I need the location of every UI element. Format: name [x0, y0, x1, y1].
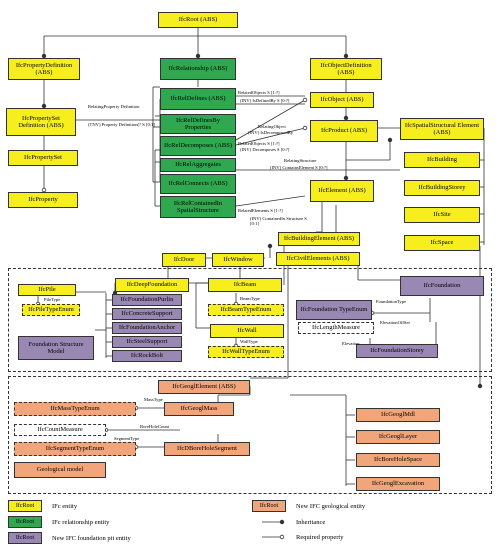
- geogl-mass-node: IfcGeoglMass: [164, 402, 234, 416]
- decomposes-label: (INV) Decomposes S [0:?]: [240, 147, 290, 152]
- relationship-node: IfcRelationship (ABS): [160, 58, 236, 80]
- site-node: IfcSite: [404, 207, 480, 223]
- bore-hole-count-label: BoreHoleCount: [140, 424, 170, 429]
- deep-foundation-node: IfcDeepFoundation: [115, 278, 189, 292]
- geogl-layer-node: IfcGeoglLayer: [356, 430, 440, 444]
- beam-type-label: BeamType: [240, 296, 260, 301]
- related-objects-2-label: RelatedObjects S [1:?]: [238, 141, 280, 146]
- related-elements-label: RelatedElements S [1:?]: [238, 208, 283, 213]
- property-set-definition-node: IfcPropertySet Definition (ABS): [6, 108, 76, 136]
- ifcroot-node: IfcRoot (ABS): [158, 12, 238, 28]
- geogl-excavation-node: IfcGeoglExcavation: [356, 477, 440, 491]
- legend-required-property: Required property: [296, 533, 344, 541]
- foundation-region: [8, 268, 492, 372]
- count-measure-node: IfcCountMeasure: [14, 424, 106, 436]
- pile-type-label: PileType: [44, 297, 61, 302]
- door-node: IfcDoor: [162, 253, 206, 267]
- segment-type-enum-node: IfcSegmentTypeEnum: [14, 442, 136, 456]
- relating-object-label: RelatingObject: [258, 124, 286, 129]
- building-node: IfcBuilding: [404, 152, 480, 168]
- legend-swatch-geological: IfcRoot: [252, 500, 286, 512]
- rel-defines-by-properties-node: IfcRelDefinesBy Properties: [160, 114, 236, 134]
- wall-type-enum-node: IfcWallTypeEnum: [208, 346, 284, 358]
- rel-contained-in-spatial-structure-node: IfcRelContainedIn SpatialStructure: [160, 196, 236, 218]
- foundation-anchor-node: IfcFoundationAnchor: [112, 322, 182, 334]
- window-node: IfcWindow: [212, 253, 264, 267]
- pile-node: IfcPile: [18, 284, 76, 296]
- bore-hole-segment-node: IfcDBoreHoleSegment: [164, 442, 250, 456]
- property-definition-node: IfcPropertyDefinition (ABS): [8, 58, 80, 80]
- elevation-offset-label: ElevationOffSet: [380, 320, 410, 325]
- tnv-property-definition-label: (TNV) Property Definition(? S [0:1]: [88, 122, 155, 127]
- property-node: IfcProperty: [8, 192, 78, 208]
- product-node: IfcProduct (ABS): [310, 120, 378, 142]
- object-node: IfcObject (ABS): [310, 92, 374, 108]
- rel-decomposes-node: IfcRelDecomposes (ABS): [160, 136, 236, 156]
- building-element-node: IfcBuildingElement (ABS): [278, 232, 360, 246]
- related-objects-label: RelatedObjects S [1:?]: [238, 90, 280, 95]
- building-storey-node: IfcBuildingStorey: [404, 180, 480, 196]
- legend-inheritance: Inheritance: [296, 518, 326, 526]
- rock-bolt-node: IfcRockBolt: [112, 350, 182, 362]
- wall-node: IfcWall: [210, 324, 284, 338]
- geogl-mdl-node: IfcGeoglMdl: [356, 408, 440, 422]
- space-node: IfcSpace: [404, 235, 480, 251]
- legend-ifc-entity: IFc entity: [52, 502, 78, 510]
- property-set-node: IfcPropertySet: [8, 150, 78, 166]
- elevation-label: Elevation: [342, 341, 360, 346]
- segment-type-label: SegmentType: [114, 436, 140, 441]
- foundation-type-label: FoundationType: [376, 299, 407, 304]
- geological-model-node: Geological model: [14, 462, 106, 478]
- steel-support-node: IfcSteelSupport: [112, 336, 182, 348]
- legend-geological-entity: New IFC geological entity: [296, 502, 366, 510]
- rel-defines-node: IfcRelDefines (ABS): [160, 88, 236, 110]
- foundation-purlin-node: IfcFoundationPurlin: [112, 294, 182, 306]
- beam-node: IfcBeam: [208, 278, 282, 292]
- length-measure-node: IfcLengthMeasure: [298, 322, 374, 334]
- foundation-type-enum-node: IfcFoundation TypeEnum: [296, 300, 372, 320]
- object-definition-node: IfcObjectDefinition (ABS): [310, 58, 382, 80]
- foundation-structure-model-node: Foundation Structure Model: [18, 336, 94, 360]
- mass-type-label: MassType: [144, 397, 163, 402]
- concrete-support-node: IfcConcreteSupport: [112, 308, 182, 320]
- relating-property-definition-label: RelatingProperty Definition: [88, 104, 140, 109]
- contains-element-label: (INV) ContainsElement S [0:?]: [270, 165, 328, 170]
- geological-region: [8, 376, 492, 494]
- is-defined-by-label: (INV) IsDefinedBy S [0:?]: [240, 98, 290, 103]
- legend-foundation-entity: New IFC foundation pit entity: [52, 534, 131, 542]
- legend-swatch-relationship: IfcRoot: [8, 516, 42, 528]
- legend-swatch-foundation: IfcRoot: [8, 532, 42, 544]
- rel-connects-node: IfcRelConnects (ABS): [160, 174, 236, 194]
- pile-type-enum-node: IfcPileTypeEnum: [22, 304, 80, 316]
- beam-type-enum-node: IfcBeamTypeEnum: [208, 304, 284, 316]
- foundation-storey-node: IfcFoundationStorey: [356, 344, 438, 358]
- legend-relationship-entity: IFc relationship entity: [52, 518, 110, 526]
- spatial-structural-element-node: IfcSpatialStructural Element (ABS): [400, 118, 484, 140]
- bore-hole-space-node: IfcBoreHoleSpace: [356, 453, 440, 467]
- relating-structure-label: RelatingStructure: [284, 158, 317, 163]
- is-decomposed-by-label: (INV) IsDecomposedBy: [248, 130, 294, 135]
- mass-type-enum-node: IfcMassTypeEnum: [14, 402, 136, 416]
- wall-type-label: WallType: [240, 339, 258, 344]
- rel-aggregates-node: IfcRelAggregates: [160, 158, 236, 172]
- civil-elements-node: IfcCivilElements (ABS): [276, 252, 360, 266]
- geogl-element-node: IfcGeoglElement (ABS): [158, 380, 250, 394]
- legend-swatch-ifc: IfcRoot: [8, 500, 42, 512]
- element-node: IfcElement (ABS): [310, 180, 374, 202]
- contained-in-structure-label: (INV) ContainedIn Structure S [0:1]: [250, 216, 307, 227]
- foundation-node: IfcFoundation: [400, 276, 484, 296]
